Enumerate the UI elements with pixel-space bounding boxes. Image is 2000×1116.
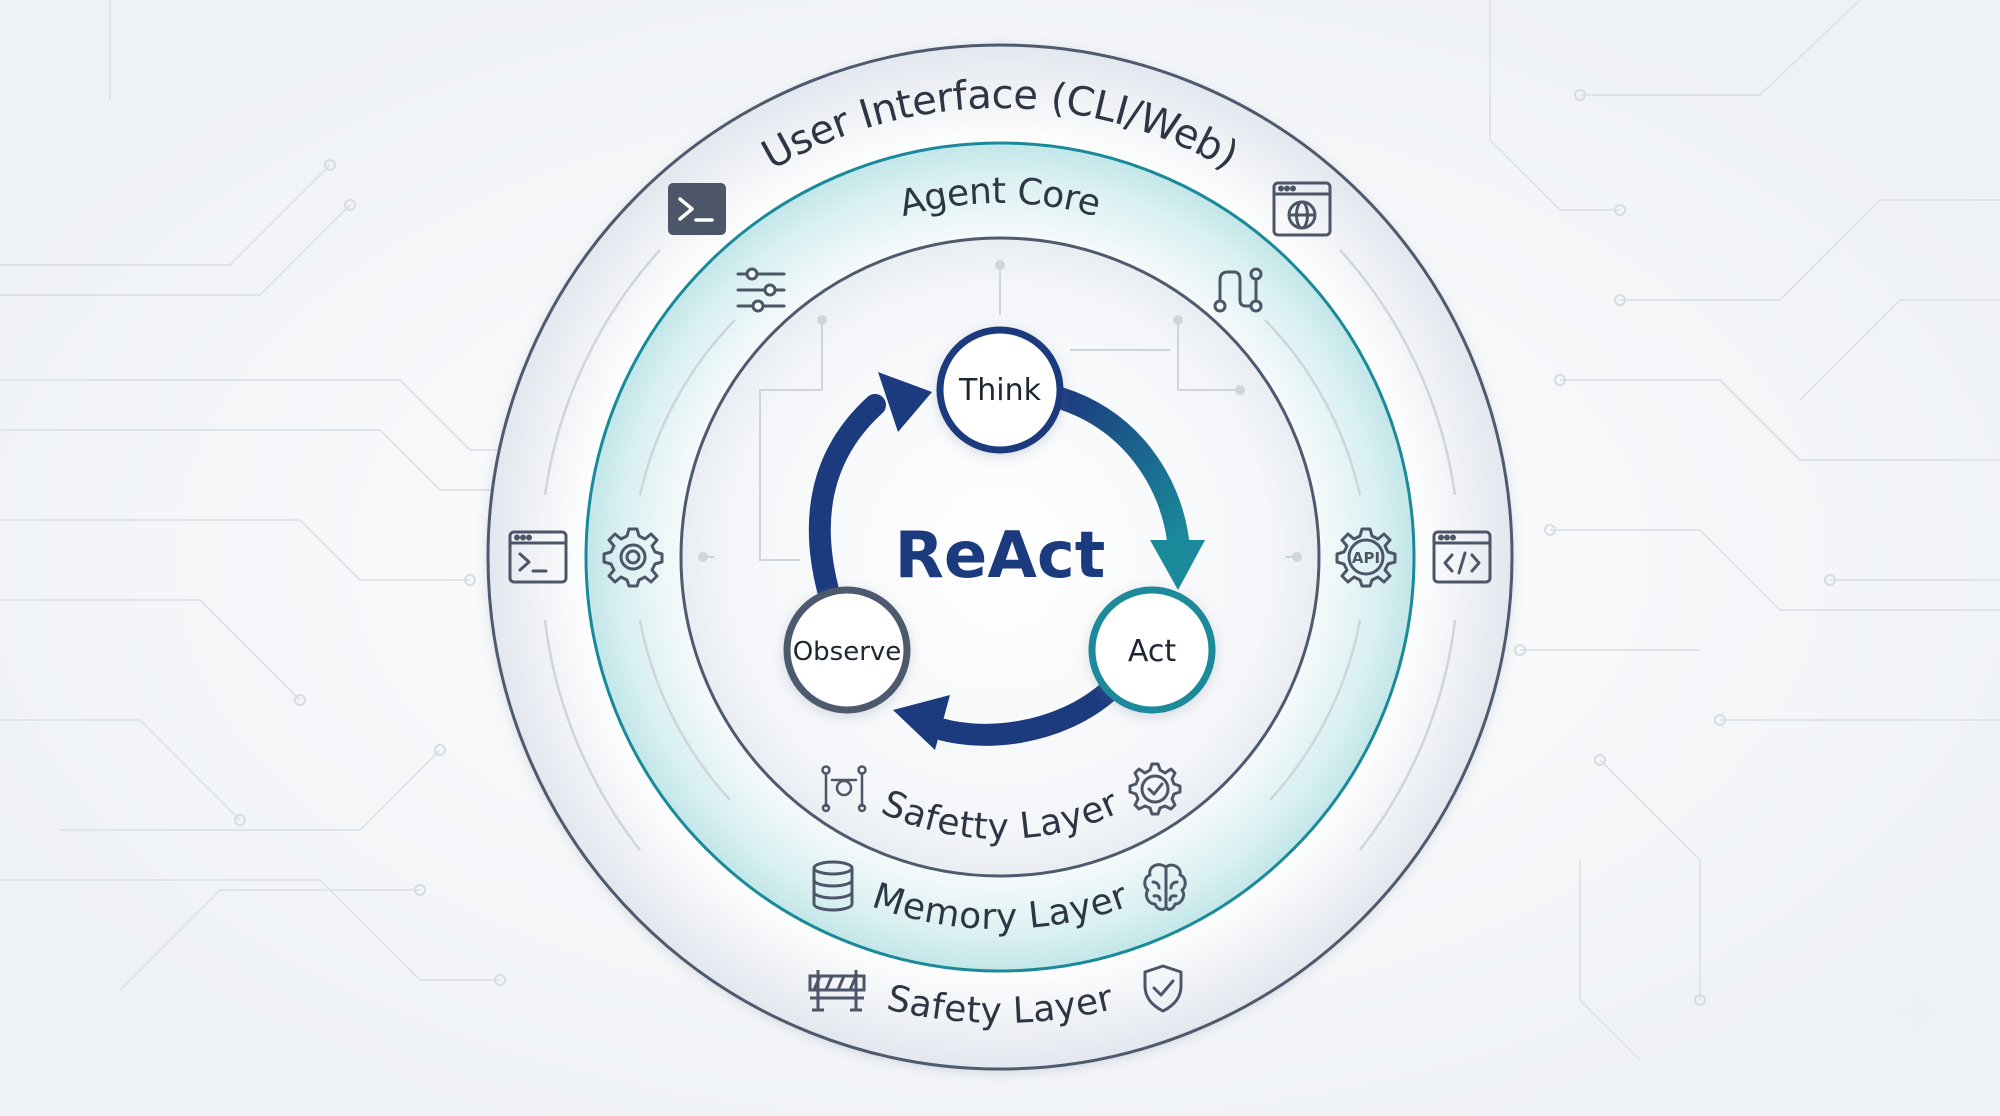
terminal-window-icon [508,530,568,584]
observe-label: Observe [793,637,902,667]
arrow-act-to-observe [917,679,1121,746]
think-label: Think [958,373,1042,408]
act-label: Act [1128,634,1176,669]
api-icon-text: API [1352,549,1380,567]
agent-core-ring-border [584,141,1416,973]
sparkle-icon [1894,985,1942,1039]
inner-ring [681,238,1319,876]
outer-ring-border [486,43,1514,1071]
arrowhead-to-think [878,372,932,432]
act-node: Act [1088,586,1216,714]
node-pipeline-icon [821,765,867,813]
react-title: ReAct [895,519,1106,593]
api-gear-icon: API [1335,527,1397,588]
gear-icon [602,527,664,588]
sliders-icon [736,267,786,313]
code-window-icon [1432,530,1492,584]
gear-check-icon [1128,762,1182,816]
terminal-icon [668,183,726,235]
arrowhead-to-act [1150,540,1205,590]
inner-ring-border [679,236,1321,878]
database-icon [812,860,854,912]
decorative-arcs [543,249,1457,851]
arrowhead-to-observe [893,695,950,750]
shield-check-icon [1143,964,1183,1013]
think-node: Think [936,326,1064,454]
inner-circuit-lines [698,260,1302,562]
observe-node: Observe [783,586,911,714]
workflow-route-icon [1213,267,1263,313]
background-circuit-traces [0,0,2000,1061]
browser-globe-icon [1272,181,1332,237]
arrow-think-to-act [1049,387,1189,551]
brain-icon [1143,863,1187,911]
barrier-icon [808,970,866,1012]
arrow-observe-to-think [808,394,886,601]
